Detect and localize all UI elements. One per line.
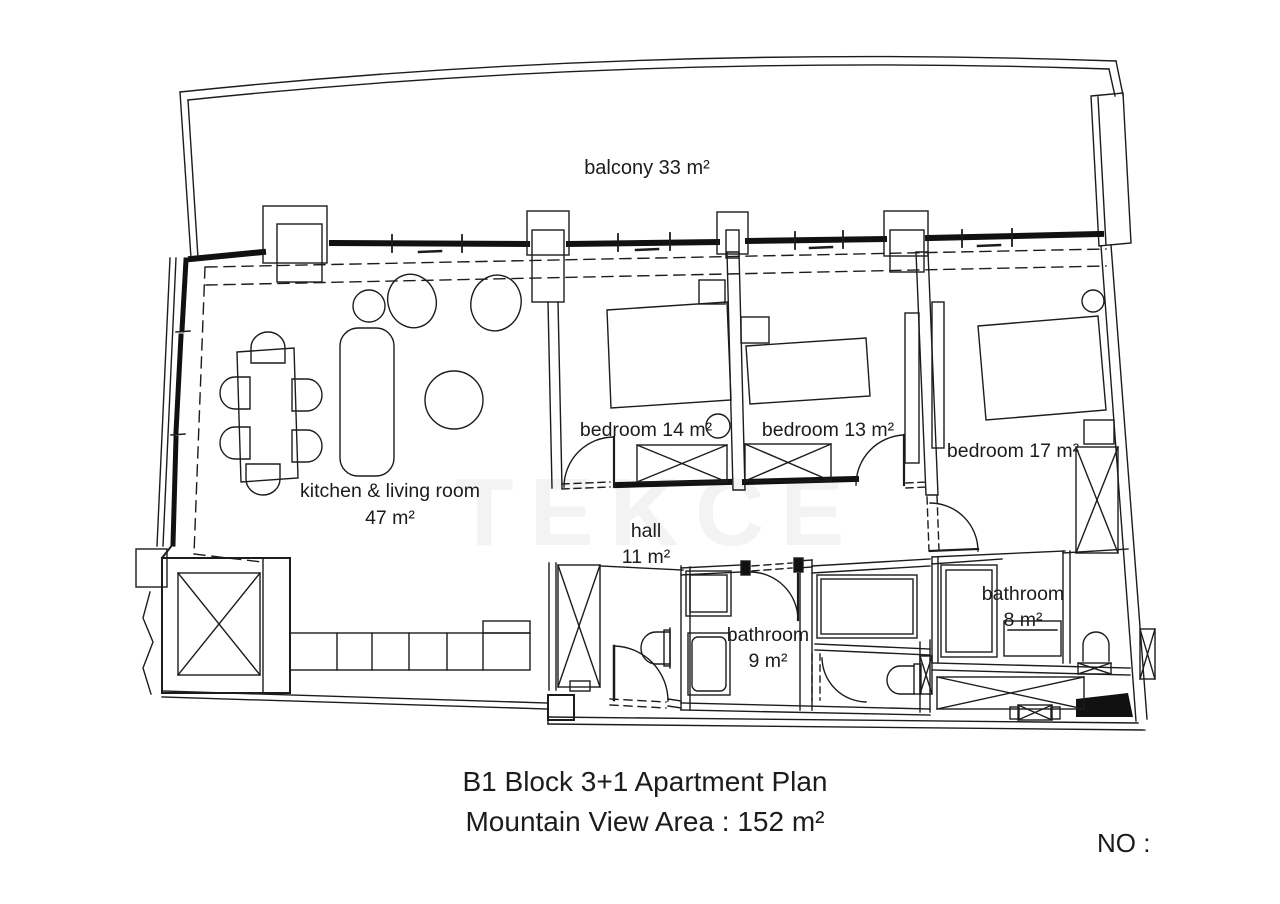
wc-room — [811, 558, 933, 713]
sink-icon — [1077, 662, 1112, 675]
wardrobe-icon — [636, 444, 728, 483]
corridor-wardrobes — [936, 676, 1085, 721]
plan-title: B1 Block 3+1 Apartment Plan — [463, 766, 828, 797]
wardrobe-icon — [1075, 446, 1119, 554]
elevator-shaft — [161, 557, 291, 694]
nightstand-icon — [1083, 419, 1115, 445]
chair-icon — [219, 376, 251, 410]
kitchen-living-area-label: 47 m² — [365, 507, 415, 529]
bed-icon — [606, 301, 732, 409]
vanity-icon — [1003, 620, 1062, 657]
glass-door-dashed-lines — [193, 248, 1107, 563]
bedroom17-furniture — [977, 289, 1119, 554]
no-label: NO : — [1097, 828, 1150, 858]
dining-table — [236, 347, 299, 483]
chair-icon — [291, 429, 323, 463]
armchair-icon — [386, 273, 438, 329]
bathroom9-label: bathroom — [727, 624, 809, 646]
sofa-set — [339, 273, 522, 477]
nightstand-icon — [740, 316, 770, 344]
entry-wardrobe-icon — [557, 564, 601, 688]
window-mullion-ticks — [391, 228, 1013, 253]
bathroom9-walls — [680, 559, 931, 716]
left-wall — [135, 257, 191, 695]
bathroom9-fixtures — [640, 570, 732, 696]
wall-poche — [1076, 693, 1133, 717]
bedroom14-door — [561, 435, 616, 490]
bed-icon — [745, 337, 871, 405]
kitchen-counter — [289, 620, 531, 671]
hall-label: hall — [631, 520, 661, 542]
entrance-door — [609, 644, 682, 709]
top-facade-wall — [187, 230, 1105, 263]
living-hall-partition — [547, 301, 684, 721]
plan-subtitle: Mountain View Area : 152 m² — [465, 806, 824, 837]
facade-columns — [262, 205, 929, 303]
right-wall — [1090, 92, 1156, 722]
stool-icon — [1081, 289, 1105, 313]
chair-icon — [291, 378, 323, 412]
bedroom13-furniture — [740, 316, 871, 482]
toilet-icon — [1082, 631, 1110, 662]
side-table-icon — [352, 289, 386, 323]
balcony-label: balcony 33 m² — [584, 157, 710, 179]
shower-icon — [685, 570, 732, 617]
kitchen-living-label: kitchen & living room — [300, 480, 480, 502]
dining-set — [219, 331, 323, 496]
bottom-outer-wall — [161, 690, 1146, 731]
coffee-table-icon — [424, 370, 484, 430]
bathroom8-label: bathroom — [982, 583, 1064, 605]
bedroom14-label: bedroom 14 m² — [580, 419, 713, 441]
bathroom8-area-label: 8 m² — [1004, 609, 1044, 631]
bathroom9-area-label: 9 m² — [749, 650, 789, 672]
chair-icon — [250, 331, 286, 364]
window-center-marks — [417, 243, 1002, 254]
bedroom17-label: bedroom 17 m² — [947, 440, 1080, 462]
nightstand-icon — [698, 279, 726, 305]
chair-icon — [219, 426, 251, 460]
break-line-symbol — [142, 591, 154, 695]
chair-icon — [245, 463, 281, 496]
armchair-icon — [470, 274, 522, 332]
bedroom13-label: bedroom 13 m² — [762, 419, 895, 441]
bedroom13-door — [855, 433, 927, 489]
bathroom8-fixtures — [940, 564, 1112, 675]
bedroom14-furniture — [606, 279, 732, 483]
shower-icon — [940, 564, 998, 658]
toilet-icon — [640, 631, 671, 665]
toilet-icon — [886, 665, 915, 695]
bathtub-icon — [816, 574, 918, 639]
stool-icon — [705, 413, 731, 439]
wardrobe-icon — [744, 443, 832, 482]
hall-area-label: 11 m² — [622, 546, 671, 568]
sofa-icon — [339, 327, 395, 477]
balcony-railing — [179, 55, 1124, 259]
bed-icon — [977, 315, 1107, 421]
vanity-icon — [687, 632, 731, 696]
bathroom9-door — [740, 557, 804, 622]
bedroom17-door — [926, 495, 980, 553]
